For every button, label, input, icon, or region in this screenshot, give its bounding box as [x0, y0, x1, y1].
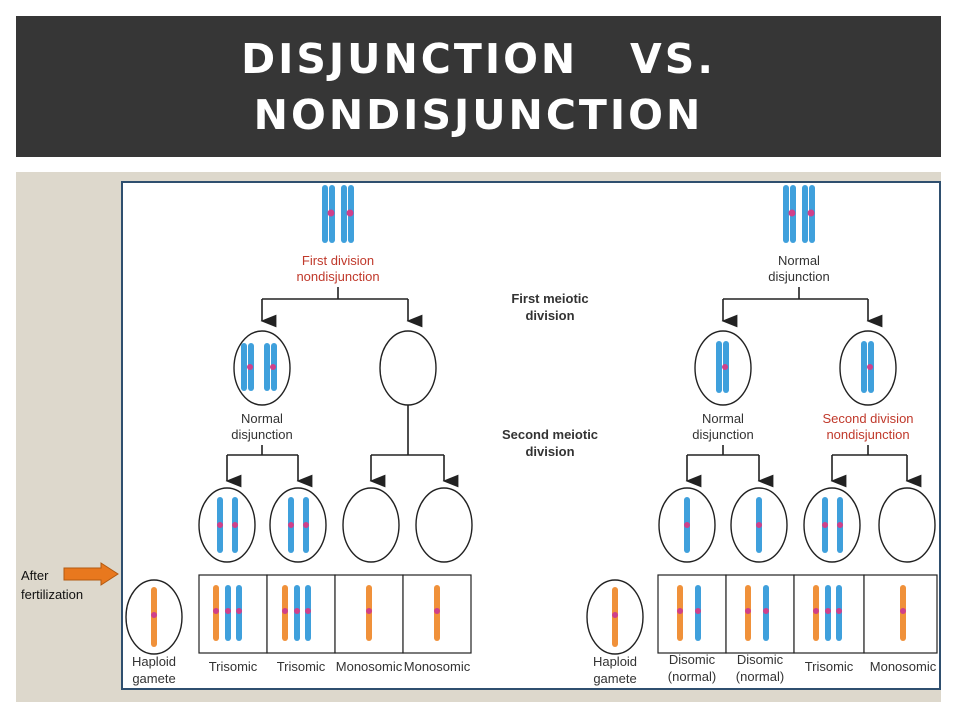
right-result-label-2a: Disomic — [737, 652, 784, 667]
left-gamete-cells — [198, 487, 473, 563]
stage-1-label-1: First meiotic — [511, 291, 588, 306]
right-gamete-label-2: gamete — [593, 671, 636, 686]
right-gamete-cells — [658, 487, 936, 563]
stage-2-label-2: division — [525, 444, 574, 459]
left-top-chromosomes — [322, 185, 354, 243]
right-top-label-1: Normal — [778, 253, 820, 268]
right-haploid-gamete — [586, 579, 644, 655]
after-fertilization-label: After fertilization — [21, 566, 83, 604]
right-gamete-label-1: Haploid — [593, 654, 637, 669]
meiosis-diagram: First division nondisjunction Normal dis… — [121, 181, 941, 690]
left-result-label-4: Monosomic — [404, 659, 471, 674]
left-mid-label-2: disjunction — [231, 427, 292, 442]
diagram-svg: First division nondisjunction Normal dis… — [125, 185, 938, 686]
left-branch-2 — [225, 405, 459, 488]
left-result-chromosomes — [213, 585, 440, 641]
left-cell-with-pairs — [233, 330, 291, 406]
right-top-chromosomes — [783, 185, 815, 243]
right-result-label-2b: (normal) — [736, 669, 784, 684]
right-branch-1 — [721, 287, 883, 328]
left-haploid-gamete — [125, 579, 183, 655]
stage-1-label-2: division — [525, 308, 574, 323]
right-cells-row-1 — [694, 330, 897, 406]
right-branch-2 — [685, 445, 922, 488]
left-branch-1 — [260, 287, 423, 328]
after-label-line-2: fertilization — [21, 587, 84, 602]
right-mid-left-label-1: Normal — [702, 411, 744, 426]
left-top-label-1: First division — [302, 253, 374, 268]
right-result-chromosomes — [677, 585, 906, 641]
left-gamete-label-1: Haploid — [132, 654, 176, 669]
left-result-label-1: Trisomic — [209, 659, 258, 674]
right-result-label-1a: Disomic — [669, 652, 716, 667]
left-top-label-2: nondisjunction — [296, 269, 379, 284]
stage-2-label-1: Second meiotic — [502, 427, 598, 442]
left-mid-label-1: Normal — [241, 411, 283, 426]
right-mid-right-label-1: Second division — [822, 411, 913, 426]
left-empty-cell — [379, 330, 437, 406]
right-result-label-3: Trisomic — [805, 659, 854, 674]
arrow-right-icon — [63, 562, 119, 586]
left-gamete-label-2: gamete — [132, 671, 175, 686]
title-line-2: NONDISJUNCTION — [253, 90, 704, 139]
slide-title: DISJUNCTION VS. NONDISJUNCTION — [16, 16, 941, 157]
title-bar: DISJUNCTION VS. NONDISJUNCTION — [16, 16, 941, 157]
left-result-label-2: Trisomic — [277, 659, 326, 674]
right-mid-right-label-2: nondisjunction — [826, 427, 909, 442]
left-result-label-3: Monosomic — [336, 659, 403, 674]
right-result-label-1b: (normal) — [668, 669, 716, 684]
after-label-line-1: After — [21, 568, 49, 583]
right-result-label-4: Monosomic — [870, 659, 937, 674]
title-line-1: DISJUNCTION VS. — [241, 34, 716, 83]
right-mid-left-label-2: disjunction — [692, 427, 753, 442]
right-top-label-2: disjunction — [768, 269, 829, 284]
